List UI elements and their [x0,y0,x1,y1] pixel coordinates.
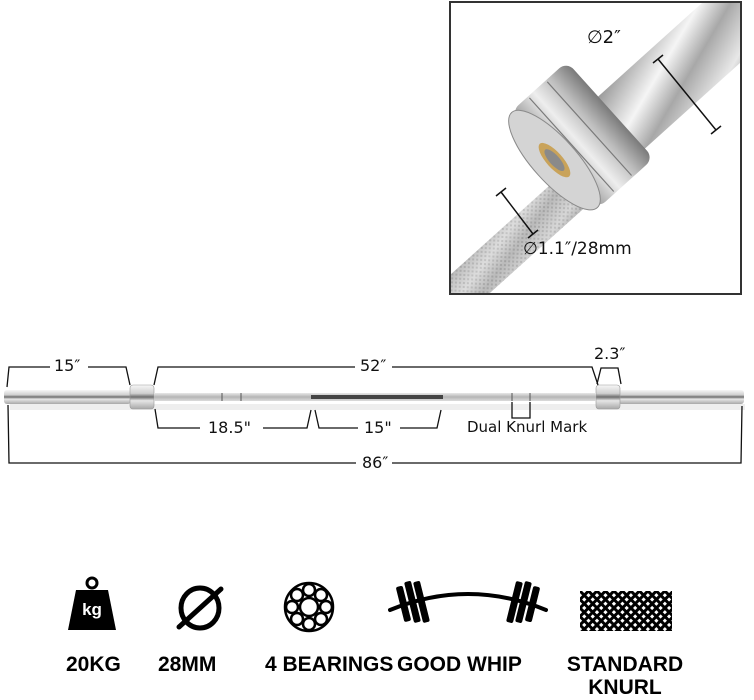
feature-label-knurl-line2: KNURL [588,675,662,699]
right-sleeve [618,390,744,404]
feature-label-whip: GOOD WHIP [397,653,522,676]
outer-diameter-label: ∅2″ [587,27,621,48]
dual-knurl-mark-label: Dual Knurl Mark [467,418,588,436]
barbell-diagram [4,366,745,464]
sleeve-closeup-illustration [451,3,740,293]
barbell-whip-icon [388,578,548,628]
diameter-icon [175,583,225,633]
sleeve-closeup-inset: ∅2″ ∅1.1″/28mm [449,1,742,295]
knurl-pattern-icon [580,591,672,631]
center-knurl-label: 15" [364,418,392,437]
feature-label-knurl: STANDARD KNURL [558,653,692,699]
shaft-length-label: 52″ [360,356,387,375]
feature-label-knurl-line1: STANDARD [566,653,684,676]
collar-width-label: 2.3″ [594,344,626,363]
feature-label-diameter: 28MM [158,653,217,676]
weight-kg-icon-text: kg [82,600,102,619]
feature-label-weight: 20KG [66,653,121,676]
total-length-label: 86″ [362,453,389,472]
weight-kg-icon: kg [66,576,118,632]
sleeve-length-label: 15″ [54,356,81,375]
left-sleeve [4,390,131,404]
grip-to-knurl-label: 18.5" [208,418,251,437]
bearing-icon [282,580,336,634]
inner-diameter-label: ∅1.1″/28mm [523,239,632,259]
feature-label-bearings: 4 BEARINGS [265,653,394,676]
